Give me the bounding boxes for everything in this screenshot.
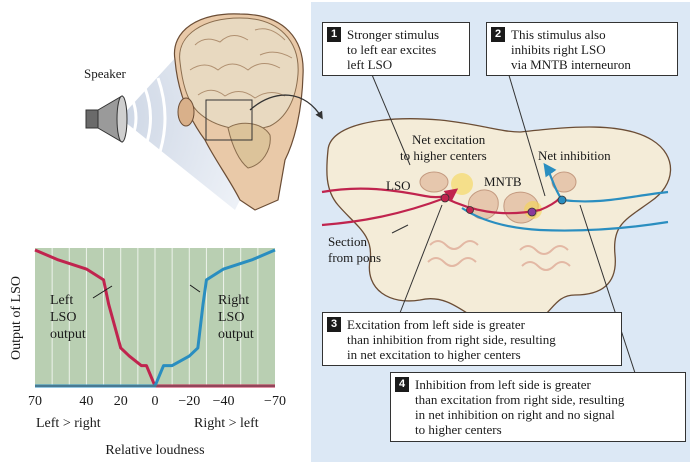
- step-4-line-3: in net inhibition on right and no signal: [415, 407, 615, 422]
- lso-chart: 70 40 20 0 −20 −40 −70 Output of LSO Left > ri…: [9, 248, 286, 458]
- speaker-label: Speaker: [84, 66, 127, 81]
- zoom-arrow: [249, 94, 323, 120]
- step-2-box: 2 This stimulus also inhibits right LSO …: [486, 22, 678, 76]
- pons-section: [326, 118, 672, 316]
- chart-ticks: 70 40 20 0 −20 −40 −70: [28, 394, 286, 409]
- right-series-name-1: Right: [218, 293, 249, 308]
- right-series-name-2: LSO: [218, 310, 244, 325]
- step-2-line-3: via MNTB interneuron: [511, 57, 631, 72]
- net-excitation-label-2: to higher centers: [400, 148, 487, 163]
- section-label-1: Section: [328, 234, 367, 249]
- net-excitation-label-1: Net excitation: [412, 132, 486, 147]
- step-3-line-3: in net excitation to higher centers: [347, 347, 521, 362]
- nuclei: [419, 171, 577, 224]
- head-illustration: [173, 13, 304, 211]
- chart-x-tick-label: 40: [79, 394, 93, 409]
- chart-x-side-right: Right > left: [194, 416, 259, 431]
- chart-grid: [51, 248, 259, 386]
- lso-label: LSO: [386, 178, 411, 193]
- step-1-line-1: Stronger stimulus: [347, 27, 440, 42]
- left-series-name-3: output: [50, 327, 86, 342]
- step-2-line-2: inhibits right LSO: [511, 42, 606, 57]
- chart-y-label: Output of LSO: [9, 276, 24, 360]
- left-series-name-1: Left: [50, 293, 73, 308]
- step-4-line-4: to higher centers: [415, 422, 502, 437]
- chart-x-tick-label: −40: [213, 394, 235, 409]
- pons-texture: [427, 240, 571, 271]
- right-series-pointer: [189, 284, 201, 293]
- step-2-line-1: This stimulus also: [511, 27, 606, 42]
- step-1-box: 1 Stronger stimulus to left ear excites …: [322, 22, 470, 76]
- chart-x-label: Relative loudness: [105, 443, 204, 458]
- step-3-number: 3: [327, 317, 341, 332]
- chart-x-tick-label: 70: [28, 394, 42, 409]
- chart-x-tick-label: 20: [114, 394, 128, 409]
- left-series-name-2: LSO: [50, 310, 76, 325]
- chart-x-tick-label: −20: [178, 394, 200, 409]
- chart-x-tick-label: 0: [152, 394, 159, 409]
- step-4-box: 4 Inhibition from left side is greater t…: [390, 372, 686, 442]
- brainstem-highlight: [205, 99, 253, 141]
- right-series-name-3: output: [218, 327, 254, 342]
- step-4-number: 4: [395, 377, 409, 392]
- step-2-number: 2: [491, 27, 505, 42]
- speaker-icon: [85, 95, 128, 143]
- callout-lines: [369, 69, 637, 377]
- synapses: [440, 193, 567, 217]
- left-series-pointer: [92, 285, 113, 299]
- step-1-line-3: left LSO: [347, 57, 393, 72]
- chart-x-tick-label: −70: [264, 394, 286, 409]
- step-3-line-2: than inhibition from right side, resulti…: [347, 332, 556, 347]
- step-1-line-2: to left ear excites: [347, 42, 437, 57]
- step-3-box: 3 Excitation from left side is greater t…: [322, 312, 622, 366]
- section-label-2: from pons: [328, 250, 381, 265]
- chart-x-side-left: Left > right: [36, 416, 101, 431]
- sound-waves: [130, 77, 167, 159]
- step-4-line-1: Inhibition from left side is greater: [415, 377, 591, 392]
- step-4-line-2: than excitation from right side, resulti…: [415, 392, 625, 407]
- mntb-label: MNTB: [484, 174, 522, 189]
- net-inhibition-label: Net inhibition: [538, 148, 611, 163]
- step-1-number: 1: [327, 27, 341, 42]
- step-3-line-1: Excitation from left side is greater: [347, 317, 525, 332]
